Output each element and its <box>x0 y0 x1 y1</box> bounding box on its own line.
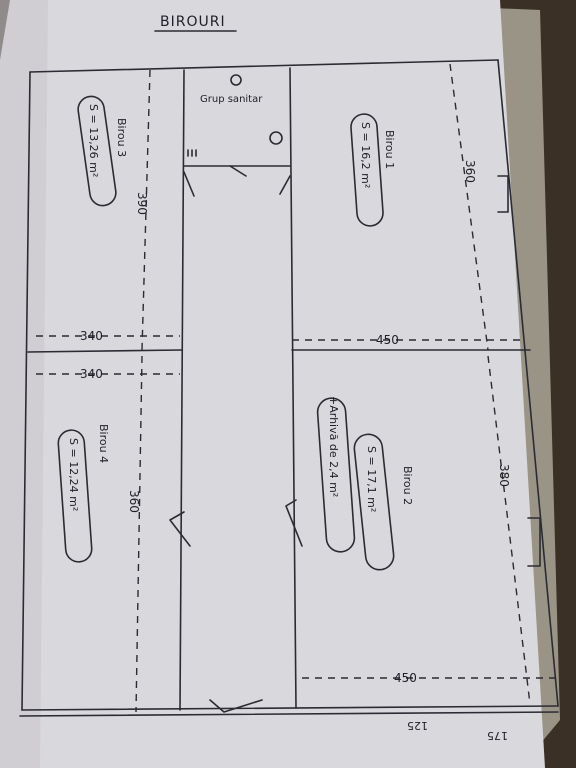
bottom-wall-inner <box>19 711 559 717</box>
area-bubble-birou-1 <box>350 113 384 227</box>
top-wall <box>29 59 499 73</box>
dim-width-left-upper: 340 <box>80 329 103 343</box>
room-extra-birou-2: +Arhivă de 2,4 m² <box>327 396 340 497</box>
left-wall <box>21 71 31 711</box>
room-birou-2: Birou 2 S = 17,1 m² +Arhivă de 2,4 m² <box>316 396 414 571</box>
room-name-birou-2: Birou 2 <box>401 466 414 505</box>
paper-sheet <box>0 0 545 768</box>
radiator-birou-1-icon <box>497 175 509 213</box>
room-area-birou-3: S = 13,26 m² <box>87 104 100 177</box>
area-bubble-birou-2 <box>353 433 395 571</box>
corner-dim-b: 175 <box>487 729 508 742</box>
door-birou-2 <box>285 499 303 547</box>
bathroom-doors <box>183 165 291 197</box>
dim-left-lower: 360 <box>127 490 141 513</box>
sink-fixture-icon <box>269 131 283 145</box>
dim-line-right-upper <box>449 63 489 351</box>
group-label: Grup sanitar <box>200 94 263 105</box>
wall-birou-3-4 <box>27 349 183 353</box>
dim-right-upper: 360 <box>463 160 477 183</box>
room-name-birou-1: Birou 1 <box>383 130 396 169</box>
dim-left-upper: 390 <box>135 192 149 215</box>
room-area-birou-4: S = 12,24 m² <box>67 438 80 511</box>
dim-right-lower: 380 <box>497 464 511 487</box>
room-area-birou-1: S = 16,2 m² <box>359 122 372 188</box>
radiator-icon <box>187 149 197 157</box>
paper-shadow <box>0 0 48 768</box>
dim-width-right-bottom: 450 <box>394 671 417 685</box>
archive-bubble-birou-2 <box>316 397 356 553</box>
right-wall <box>497 59 559 707</box>
door-birou-4 <box>169 511 191 547</box>
corridor-left-wall <box>179 69 185 711</box>
dim-width-right-mid: 450 <box>376 333 399 347</box>
bottom-wall <box>21 705 559 711</box>
plan-title: BIROURI <box>160 14 226 30</box>
dim-line-right-lower <box>487 355 531 705</box>
area-bubble-birou-3 <box>77 95 117 207</box>
corner-dim-a: 125 <box>407 719 428 732</box>
radiator-birou-2-icon <box>527 517 541 567</box>
room-name-birou-4: Birou 4 <box>97 424 110 463</box>
toilet-fixture-icon <box>230 74 242 86</box>
room-birou-4: Birou 4 S = 12,24 m² <box>57 424 110 563</box>
room-birou-3: Birou 3 S = 13,26 m² <box>77 95 128 207</box>
room-area-birou-2: S = 17,1 m² <box>365 446 378 512</box>
entrance-door <box>209 699 263 713</box>
corridor-right-wall <box>289 67 297 709</box>
room-name-birou-3: Birou 3 <box>115 118 128 157</box>
room-birou-1: Birou 1 S = 16,2 m² <box>350 113 396 227</box>
dim-width-left-lower: 340 <box>80 367 103 381</box>
area-bubble-birou-4 <box>57 429 93 563</box>
